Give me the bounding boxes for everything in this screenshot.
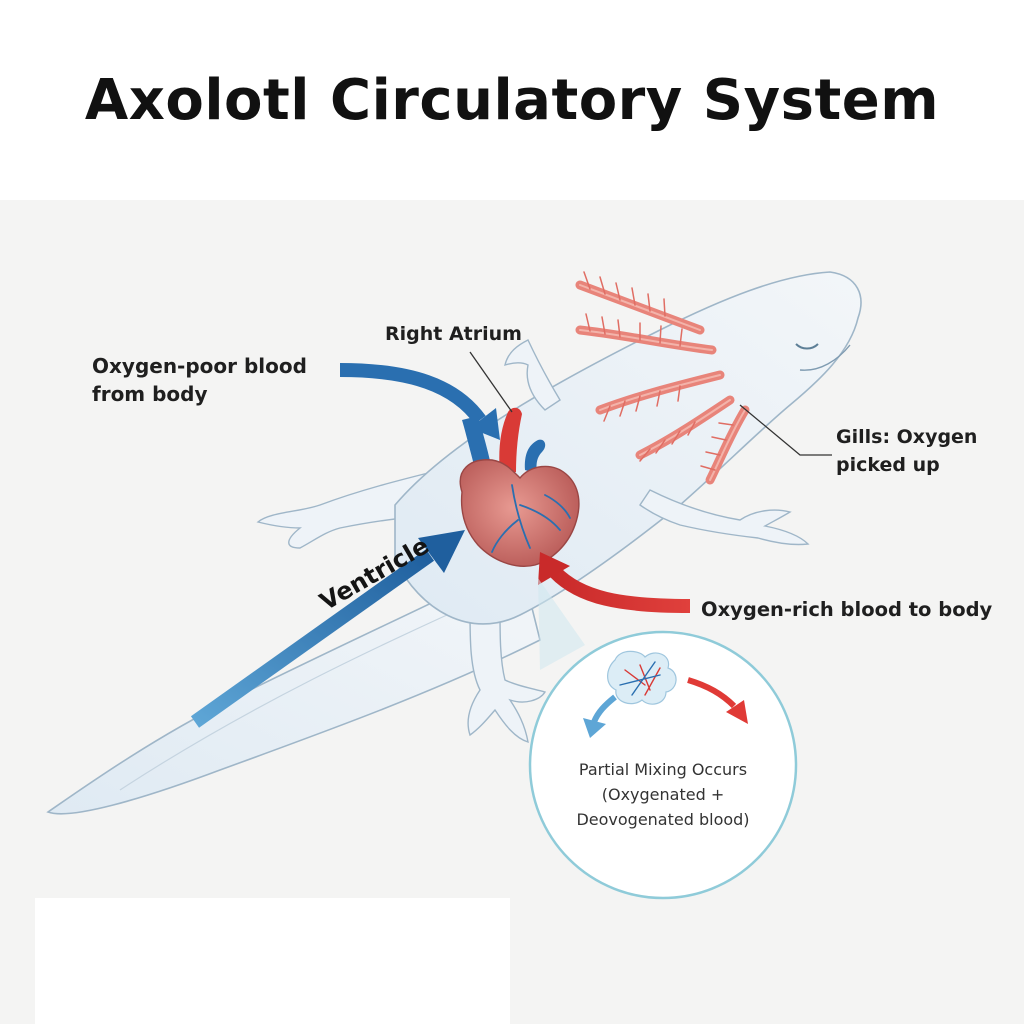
gill-fringes xyxy=(583,271,734,471)
gills-label-line1: Gills: Oxygen xyxy=(836,426,978,448)
mixing-blue-arrow xyxy=(591,694,617,724)
oxygen-poor-inflow-arrowhead xyxy=(470,408,500,440)
ventricle-arrowhead xyxy=(418,530,465,573)
oxygen-poor-inflow-arrow xyxy=(339,363,486,425)
hind-leg-upper xyxy=(256,469,456,549)
mixing-callout-cone xyxy=(538,578,585,670)
gills-label-line2: picked up xyxy=(836,454,940,476)
hind-leg-lower xyxy=(467,609,547,744)
front-leg-right xyxy=(639,489,810,546)
heart-vessel-blue-2 xyxy=(524,439,546,474)
oxygen-rich-label: Oxygen-rich blood to body xyxy=(701,598,993,621)
heart-veins xyxy=(491,484,571,553)
heart-vessel-red xyxy=(499,407,522,475)
mixing-vessels xyxy=(619,661,661,696)
mixing-label-line2: (Oxygenated + xyxy=(601,785,725,804)
mixing-blue-arrowhead xyxy=(583,718,606,738)
right-atrium-label: Right Atrium xyxy=(385,323,522,345)
mixing-label-line3: Deovogenated blood) xyxy=(576,810,750,829)
oxygen-rich-arrow xyxy=(549,566,691,613)
ventricle-arrow xyxy=(190,549,435,728)
axolotl-tail xyxy=(46,558,541,815)
oxygen-poor-label: Oxygen-poor blood from body xyxy=(92,352,307,408)
front-leg-upper xyxy=(504,339,561,411)
gills-label: Gills: Oxygen picked up xyxy=(836,423,977,479)
axolotl-eye xyxy=(795,343,819,350)
mixing-blob-icon xyxy=(607,650,677,705)
tail-fin-line xyxy=(119,599,481,791)
oxygen-poor-label-line1: Oxygen-poor blood xyxy=(92,354,307,378)
mixing-red-arrowhead xyxy=(726,700,748,724)
mixing-label: Partial Mixing Occurs (Oxygenated + Deov… xyxy=(548,757,778,832)
mixing-label-line1: Partial Mixing Occurs xyxy=(578,760,748,779)
right-atrium-leader xyxy=(469,351,513,413)
mixing-red-arrow xyxy=(687,677,737,709)
blank-patch xyxy=(35,898,510,1024)
gills-leader xyxy=(739,404,832,456)
oxygen-poor-label-line2: from body xyxy=(92,382,208,406)
page-title: Axolotl Circulatory System xyxy=(84,68,940,133)
oxygen-rich-arrowhead xyxy=(538,552,570,585)
heart-body xyxy=(459,459,580,567)
axolotl-mouth xyxy=(799,344,851,371)
